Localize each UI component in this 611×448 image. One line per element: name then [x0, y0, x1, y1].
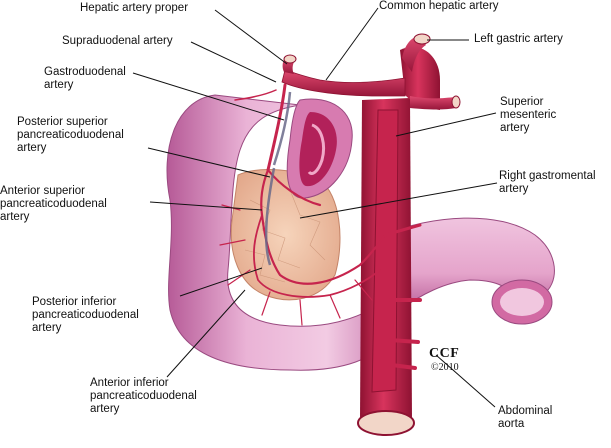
superior-mesenteric-artery-vessel: [371, 109, 399, 393]
common-hepatic-artery-vessel: [281, 69, 406, 97]
label-posterior-inferior-pd-artery: Posterior inferior pancreaticoduodenal a…: [32, 296, 139, 334]
label-abdominal-aorta: Abdominal aorta: [498, 405, 553, 430]
duodenal-bulb-mucosa: [299, 112, 337, 187]
small-arteries: [219, 83, 422, 370]
hepatic-proper-cut-end: [283, 54, 297, 64]
splenic-cut-end: [451, 95, 461, 109]
label-supraduodenal-artery: Supraduodenal artery: [62, 35, 173, 47]
label-anterior-inferior-pd-artery: Anterior inferior pancreaticoduodenal ar…: [90, 377, 197, 415]
label-right-gastromental-artery: Right gastromental artery: [499, 170, 596, 195]
left-gastric-cut-end: [413, 33, 431, 45]
credit-mark: CCF: [429, 346, 460, 361]
credit-year: ©2010: [431, 362, 459, 373]
copyright-credit: CCF ©2010: [429, 346, 459, 373]
veins: [264, 91, 292, 266]
label-anterior-superior-pd-artery: Anterior superior pancreaticoduodenal ar…: [0, 185, 107, 223]
duodenum-lumen: [500, 288, 544, 316]
label-hepatic-artery-proper: Hepatic artery proper: [80, 2, 189, 14]
label-superior-mesenteric-artery: Superior mesenteric artery: [500, 96, 557, 134]
label-common-hepatic-artery: Common hepatic artery: [379, 0, 499, 12]
label-posterior-superior-pd-artery: Posterior superior pancreaticoduodenal a…: [17, 116, 124, 154]
leader-lines: [132, 7, 498, 408]
duodenal-fold: [307, 123, 326, 175]
label-left-gastric-artery: Left gastric artery: [474, 33, 563, 45]
aorta-cut-end: [357, 410, 415, 436]
label-gastroduodenal-artery: Gastroduodenal artery: [44, 66, 126, 91]
splenic-branch: [410, 96, 456, 110]
